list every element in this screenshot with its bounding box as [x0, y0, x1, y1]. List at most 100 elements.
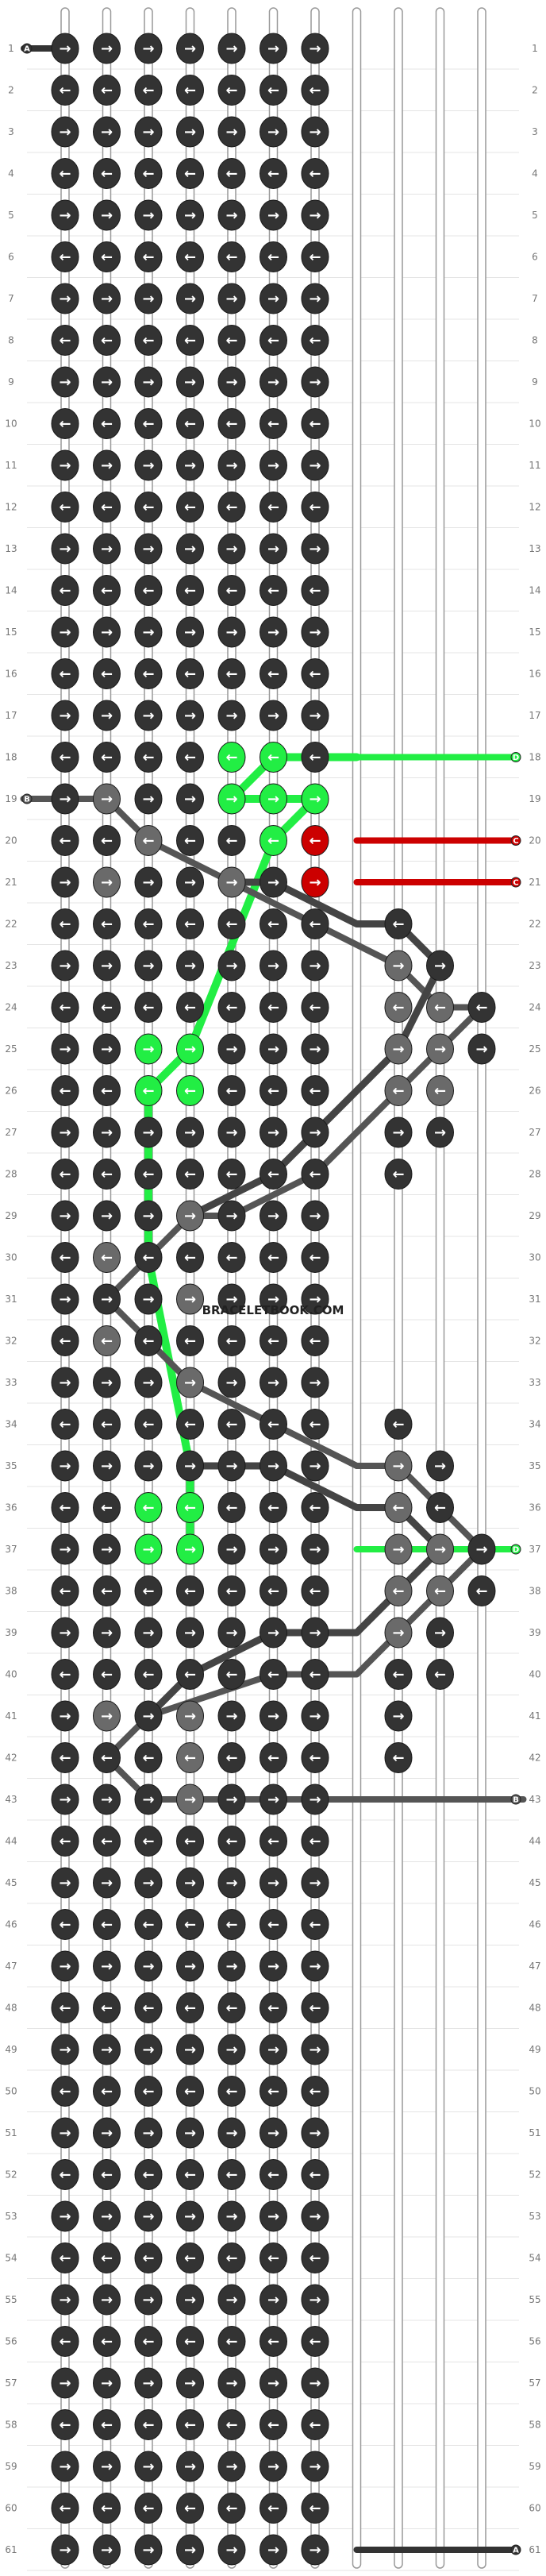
knot-arrow: → — [267, 124, 279, 141]
knot-shape — [93, 116, 121, 148]
knot-arrow: → — [225, 2542, 237, 2559]
knot: ← — [260, 2409, 287, 2440]
knot: → — [176, 2034, 204, 2065]
knot-shape — [134, 1409, 163, 1440]
knot-shape — [176, 2117, 204, 2149]
knot: ← — [301, 1325, 329, 1356]
knot-arrow: → — [309, 124, 321, 141]
knot-shape — [301, 325, 329, 356]
knot-shape — [301, 1492, 329, 1523]
knot-arrow: ← — [142, 2417, 154, 2434]
knot: → — [260, 33, 287, 64]
knot: → — [301, 1200, 329, 1232]
knot: ← — [301, 1992, 329, 2023]
knot-shape — [51, 866, 79, 898]
row-number: 44 — [5, 1836, 17, 1847]
knot-shape — [217, 1575, 246, 1606]
knot-arrow: → — [267, 1041, 279, 1058]
knot-arrow: ← — [142, 1000, 154, 1016]
watermark: BRACELETBOOK.COM — [202, 1303, 344, 1317]
knot-arrow: ← — [59, 1167, 71, 1183]
knot-arrow: ← — [225, 1500, 237, 1517]
knot-shape — [301, 575, 329, 606]
row-number: 37 — [5, 1544, 17, 1555]
knot-shape — [134, 992, 163, 1023]
knot: ← — [384, 1742, 413, 1773]
knot-arrow: ← — [225, 2501, 237, 2517]
knot-shape — [93, 616, 121, 648]
knot-arrow: ← — [184, 83, 196, 99]
knot-arrow: ← — [101, 2167, 113, 2184]
knot-arrow: → — [225, 2375, 237, 2392]
knot-arrow: → — [101, 1041, 113, 1058]
knot-shape — [176, 992, 204, 1023]
knot-shape — [51, 1659, 79, 1690]
knot: → — [51, 616, 79, 648]
knot: → — [260, 1450, 287, 1482]
knot-arrow: ← — [101, 1333, 113, 1350]
knot: → — [134, 533, 163, 565]
knot: ← — [176, 1409, 204, 1440]
knot: ← — [51, 1075, 79, 1106]
knot-arrow: ← — [142, 750, 154, 766]
knot-shape — [217, 1659, 246, 1690]
knot-arrow: ← — [309, 1083, 321, 1100]
knot: → — [51, 1700, 79, 1732]
knot-shape — [51, 1159, 79, 1190]
row-number: 17 — [529, 710, 540, 721]
knot-shape — [51, 2534, 79, 2566]
knot-arrow: → — [101, 958, 113, 974]
string-end-dot — [21, 793, 33, 804]
knot: ← — [134, 408, 163, 439]
knot-shape — [134, 866, 163, 898]
knot-arrow: ← — [184, 416, 196, 433]
knot: ← — [176, 158, 204, 189]
knot-arrow: ← — [59, 916, 71, 933]
knot: → — [176, 1617, 204, 1649]
knot-shape — [51, 1575, 79, 1606]
knot-shape — [176, 1575, 204, 1606]
knot: → — [260, 366, 287, 398]
knot: → — [51, 2284, 79, 2316]
row-number: 58 — [5, 2420, 17, 2431]
knot: ← — [260, 1826, 287, 1857]
knot-shape — [51, 366, 79, 398]
knot-arrow: ← — [101, 2417, 113, 2434]
knot-shape — [176, 1992, 204, 2023]
knot-arrow: → — [267, 1958, 279, 1975]
row-number: 45 — [5, 1877, 17, 1888]
string-end-dot — [510, 1794, 521, 1805]
knot: → — [134, 283, 163, 314]
knot-shape — [51, 33, 79, 64]
knot-shape — [93, 783, 121, 815]
knot-shape — [217, 658, 246, 689]
knot: → — [176, 2534, 204, 2566]
knot-arrow: ← — [101, 1583, 113, 1600]
knot: ← — [384, 1659, 413, 1690]
knot: ← — [217, 241, 246, 272]
knot: ← — [384, 908, 413, 939]
row-number: 40 — [5, 1669, 17, 1680]
knot-arrow: → — [59, 40, 71, 57]
knot-shape — [301, 1909, 329, 1940]
knot-arrow: → — [184, 2042, 196, 2058]
knot-shape — [301, 866, 329, 898]
knot-shape — [176, 1617, 204, 1649]
knot-arrow: → — [101, 1791, 113, 1808]
knot-shape — [51, 783, 79, 815]
knot-shape — [93, 575, 121, 606]
knot: ← — [176, 2493, 204, 2524]
knot-arrow: ← — [184, 1917, 196, 1934]
knot-arrow: ← — [59, 2501, 71, 2517]
knot-shape — [217, 1742, 246, 1773]
knot-shape — [260, 116, 287, 148]
knot-arrow: → — [142, 124, 154, 141]
knot: → — [260, 1533, 287, 1565]
knot-shape — [134, 2117, 163, 2149]
knot: → — [301, 1700, 329, 1732]
knot: → — [93, 366, 121, 398]
knot-arrow: → — [142, 1291, 154, 1308]
knot-arrow: → — [59, 1458, 71, 1475]
knot-shape — [217, 1325, 246, 1356]
knot: → — [217, 1200, 246, 1232]
